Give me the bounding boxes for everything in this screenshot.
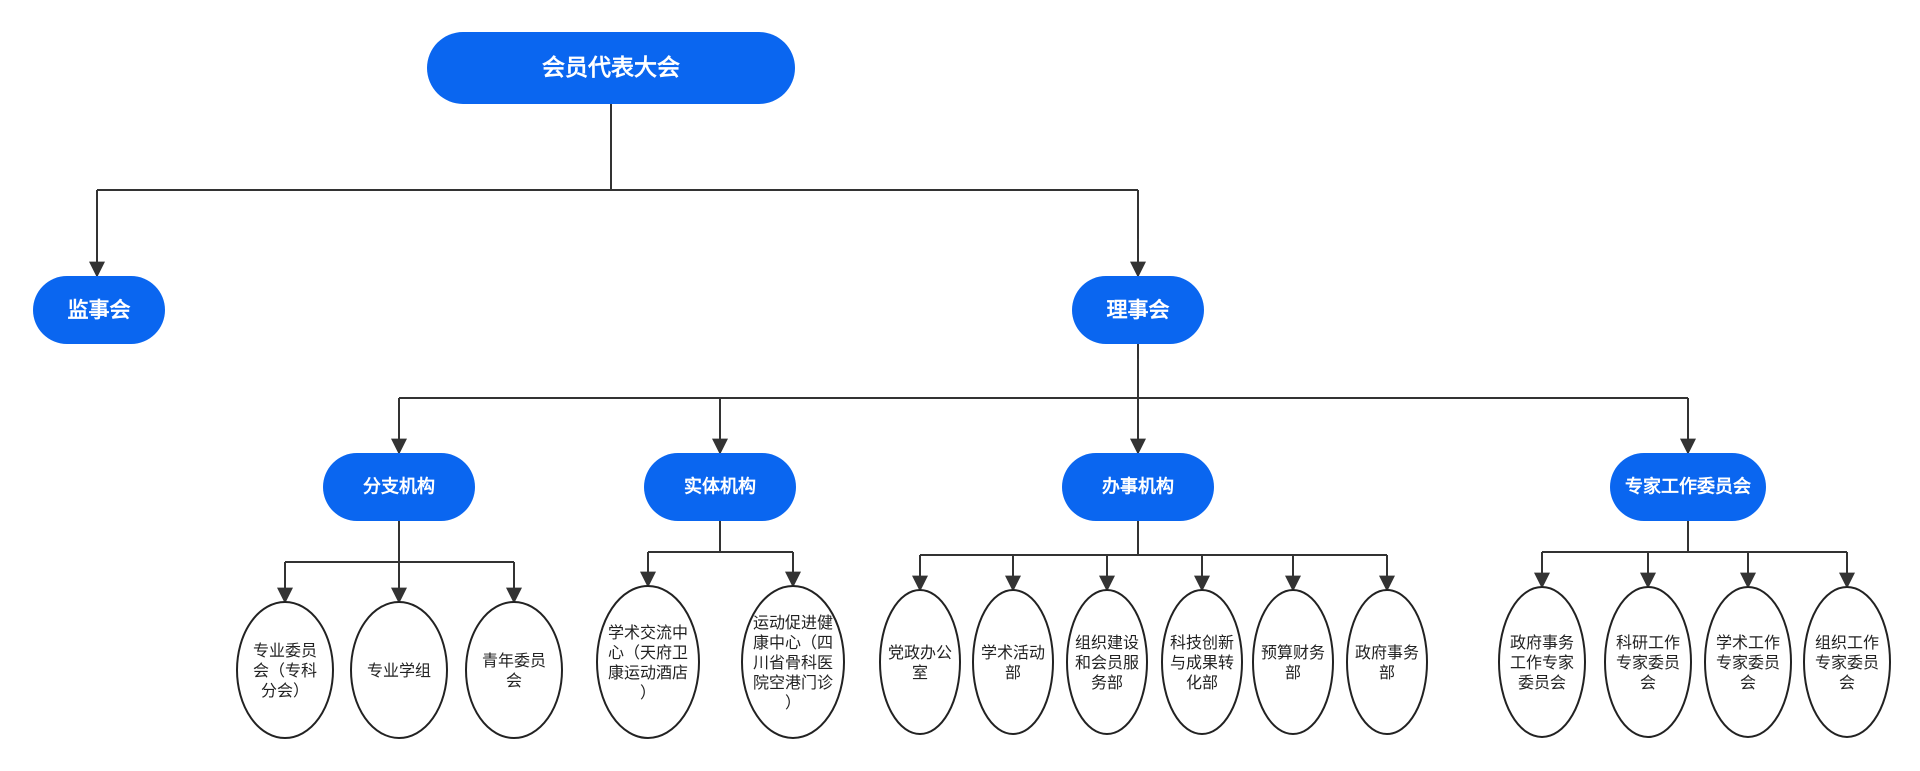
- supervisors-node[interactable]: 监事会: [33, 276, 165, 344]
- leaf-node-label: 科研工作专家委员会: [1616, 633, 1680, 692]
- leaf-node[interactable]: 政府事务部: [1346, 589, 1428, 735]
- leaf-node-label: 预算财务部: [1261, 643, 1325, 682]
- leaf-node[interactable]: 党政办公室: [879, 589, 961, 735]
- leaf-node-label: 组织工作专家委员会: [1815, 633, 1879, 692]
- leaf-node-shape: [972, 589, 1054, 735]
- leaf-node-shape: [1803, 586, 1891, 738]
- leaf-node-shape: [465, 601, 563, 739]
- council-node[interactable]: 理事会: [1072, 276, 1204, 344]
- leaf-node-shape: [1161, 589, 1243, 735]
- department-node-shape: [1062, 453, 1214, 521]
- department-node-label: 办事机构: [1102, 476, 1174, 498]
- council-node-shape: [1072, 276, 1204, 344]
- leaf-node[interactable]: 科研工作专家委员会: [1604, 586, 1692, 738]
- leaf-node-label: 政府事务部: [1355, 643, 1419, 682]
- leaf-node-shape: [236, 601, 334, 739]
- leaf-node-shape: [879, 589, 961, 735]
- leaf-node[interactable]: 运动促进健康中心（四川省骨科医院空港门诊）: [741, 585, 845, 739]
- leaf-node-shape: [1066, 589, 1148, 735]
- leaf-node[interactable]: 科技创新与成果转化部: [1161, 589, 1243, 735]
- leaf-node[interactable]: 学术交流中心（天府卫康运动酒店）: [596, 585, 700, 739]
- department-node[interactable]: 分支机构: [323, 453, 475, 521]
- connector-lines: [89, 104, 1855, 604]
- department-node[interactable]: 实体机构: [644, 453, 796, 521]
- leaf-node-label: 政府事务工作专家委员会: [1510, 633, 1574, 692]
- department-node[interactable]: 办事机构: [1062, 453, 1214, 521]
- leaf-node[interactable]: 专业委员会（专科分会）: [236, 601, 334, 739]
- supervisors-node-label: 监事会: [68, 298, 131, 322]
- leaf-node[interactable]: 学术工作专家委员会: [1704, 586, 1792, 738]
- department-node-shape: [323, 453, 475, 521]
- leaf-node[interactable]: 青年委员会: [465, 601, 563, 739]
- leaf-node-label: 组织建设和会员服务部: [1075, 633, 1139, 692]
- department-node-label: 分支机构: [363, 476, 435, 498]
- root-node-shape: [427, 32, 795, 104]
- department-node-label: 实体机构: [684, 476, 756, 498]
- leaf-node-shape: [1252, 589, 1334, 735]
- leaf-node[interactable]: 学术活动部: [972, 589, 1054, 735]
- leaf-node-label: 科技创新与成果转化部: [1170, 633, 1234, 692]
- supervisors-node-shape: [33, 276, 165, 344]
- leaf-node-label: 专业委员会（专科分会）: [253, 641, 317, 700]
- root-node-label: 会员代表大会: [542, 54, 680, 81]
- leaf-node-shape: [350, 601, 448, 739]
- leaf-node[interactable]: 组织工作专家委员会: [1803, 586, 1891, 738]
- leaf-node[interactable]: 组织建设和会员服务部: [1066, 589, 1148, 735]
- leaf-node-label: 党政办公室: [888, 643, 952, 682]
- department-node-shape: [1610, 453, 1766, 521]
- department-node-shape: [644, 453, 796, 521]
- leaf-node-shape: [1704, 586, 1792, 738]
- leaf-node-label: 专业学组: [367, 661, 431, 680]
- department-node-label: 专家工作委员会: [1625, 476, 1751, 498]
- leaf-node-shape: [741, 585, 845, 739]
- leaf-node[interactable]: 政府事务工作专家委员会: [1498, 586, 1586, 738]
- leaf-node-label: 运动促进健康中心（四川省骨科医院空港门诊）: [753, 613, 833, 712]
- leaf-node-label: 青年委员会: [482, 651, 546, 690]
- leaf-node[interactable]: 专业学组: [350, 601, 448, 739]
- leaf-node-label: 学术活动部: [981, 643, 1045, 682]
- council-node-label: 理事会: [1107, 298, 1170, 322]
- leaf-node-label: 学术工作专家委员会: [1716, 633, 1780, 692]
- leaf-node-shape: [596, 585, 700, 739]
- leaf-node-shape: [1498, 586, 1586, 738]
- leaf-node-label: 学术交流中心（天府卫康运动酒店）: [608, 623, 688, 702]
- leaf-node[interactable]: 预算财务部: [1252, 589, 1334, 735]
- department-node[interactable]: 专家工作委员会: [1610, 453, 1766, 521]
- leaf-node-shape: [1346, 589, 1428, 735]
- leaf-node-shape: [1604, 586, 1692, 738]
- root-node[interactable]: 会员代表大会: [427, 32, 795, 104]
